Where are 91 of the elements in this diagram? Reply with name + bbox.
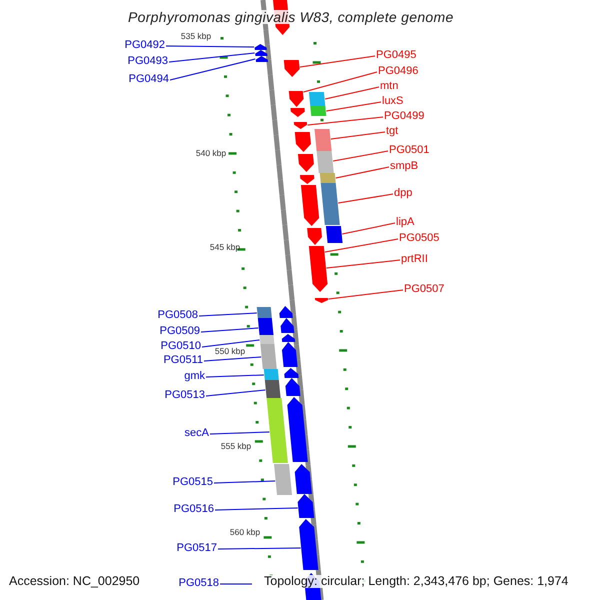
leader-line [166, 46, 255, 48]
gene-label: PG0515 [172, 477, 213, 488]
gene-feature [288, 91, 304, 107]
leader-line [302, 72, 378, 92]
gene-feature [298, 494, 314, 518]
gene-label: lipA [396, 217, 414, 228]
leader-line [206, 390, 266, 396]
gene-feature [294, 464, 312, 494]
gene-feature [314, 298, 328, 303]
gene-feature [298, 154, 314, 172]
gene-feature [256, 56, 268, 62]
gene-label: PG0505 [399, 233, 440, 244]
gene-label: PG0501 [389, 145, 430, 156]
gene-label: PG0516 [174, 504, 214, 515]
scale-label: 535 kbp [180, 32, 212, 40]
scale-label: 540 kbp [196, 149, 226, 158]
title: Porphyromonas gingivalis W83, complete genome [128, 10, 454, 24]
gene-block [316, 151, 334, 173]
gene-block [260, 344, 277, 369]
gene-block [308, 92, 326, 106]
leader-line [170, 58, 256, 80]
leader-line [300, 56, 376, 68]
gene-label: secA [184, 428, 209, 439]
gene-block [320, 173, 336, 183]
gene-label: PG0511 [163, 355, 203, 366]
leader-line [210, 432, 270, 434]
gene-label: mtn [380, 81, 398, 92]
gene-feature [279, 306, 293, 318]
gene-block [320, 183, 340, 225]
gene-label: gmk [184, 371, 205, 382]
gene-label: PG0496 [378, 66, 418, 77]
leader-line [200, 328, 259, 332]
gene-block [314, 129, 332, 151]
gene-label: PG0517 [176, 543, 217, 554]
gene-label: PG0508 [158, 310, 198, 321]
gene-label: PG0509 [160, 326, 200, 337]
gene-feature [294, 132, 311, 152]
gene-feature [294, 122, 308, 129]
gene-block [258, 318, 274, 335]
gene-label: PG0492 [124, 40, 165, 51]
gene-label: PG0507 [404, 284, 444, 295]
gene-label: PG0493 [128, 56, 168, 67]
gene-label: PG0513 [164, 390, 205, 401]
leader-line [198, 312, 258, 316]
leader-line [218, 548, 302, 550]
leader-line [168, 52, 256, 62]
leader-line [324, 238, 398, 252]
gene-feature [307, 228, 322, 245]
leader-line [204, 356, 262, 362]
leader-line [326, 260, 400, 268]
leader-line [214, 508, 298, 510]
gene-label: smpB [390, 161, 418, 172]
leader-line [214, 480, 276, 484]
scale-label: 545 kbp [210, 243, 240, 252]
gene-label: prtRII [401, 254, 428, 265]
leader-line [335, 166, 390, 178]
scale-label: 560 kbp [230, 528, 260, 536]
gene-label: PG0510 [160, 341, 201, 352]
leader-line [338, 194, 394, 204]
leader-line [324, 86, 380, 100]
leader-line [326, 102, 382, 112]
gene-label: dpp [394, 188, 412, 199]
gene-feature [290, 108, 305, 117]
gene-block [266, 398, 288, 463]
leader-line [332, 150, 388, 162]
gene-feature [254, 44, 267, 50]
gene-feature [284, 60, 300, 77]
footer-text: Accession: NC_002950 [9, 575, 140, 588]
gene-label: PG0499 [384, 111, 424, 122]
gene-label: PG0518 [178, 578, 219, 589]
scale-label: 550 kbp [214, 347, 246, 356]
gene-block [264, 380, 281, 398]
footer-text: Topology: circular; Length: 2,343,476 bp; Genes: 1,974 [264, 575, 568, 588]
gene-feature [285, 378, 300, 396]
leader-line [307, 116, 384, 126]
gene-feature [280, 318, 294, 333]
gene-label: luxS [382, 96, 404, 107]
leader-line [328, 290, 404, 300]
gene-block [260, 335, 274, 344]
gene-block [274, 464, 292, 495]
leader-line [202, 340, 260, 348]
leader-line [330, 132, 386, 140]
leader-line [342, 222, 396, 234]
gene-label: tgt [386, 126, 398, 137]
gene-block [256, 307, 272, 318]
leader-line [206, 374, 264, 378]
scale-label: 555 kbp [220, 442, 252, 450]
gene-label: PG0494 [128, 74, 169, 85]
gene-feature [255, 50, 268, 56]
gene-block [310, 106, 326, 116]
gene-label: PG0495 [376, 50, 416, 61]
